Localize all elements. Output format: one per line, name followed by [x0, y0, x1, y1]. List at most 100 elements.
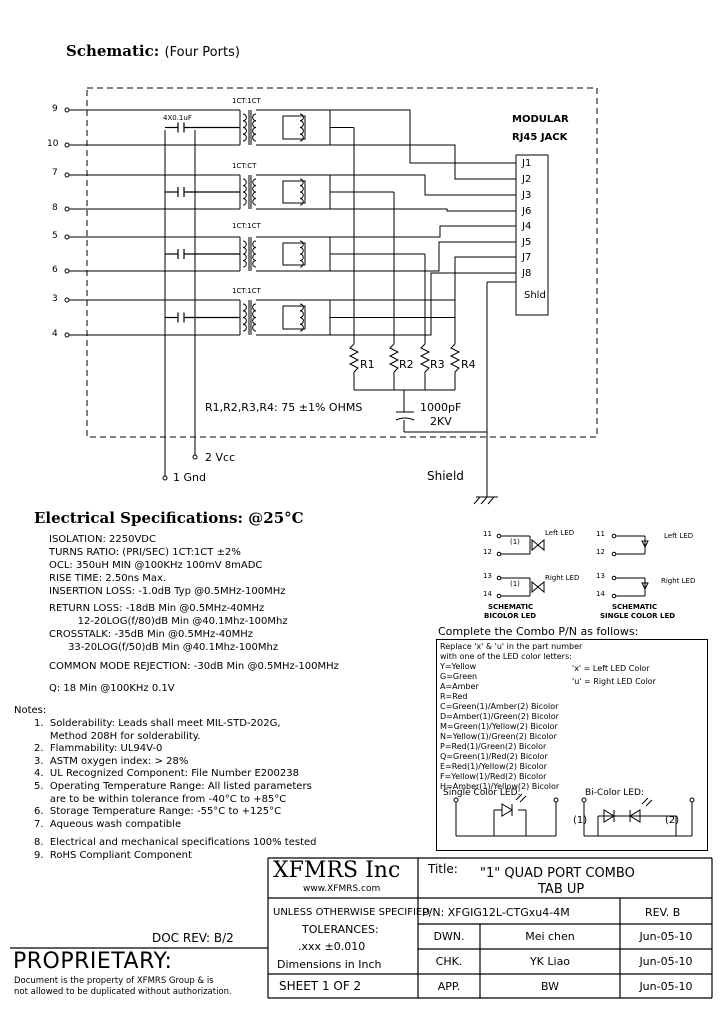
resistor-label: R3: [430, 358, 445, 371]
drawing-title-2: TAB UP: [538, 882, 585, 897]
pin-label: 6: [52, 265, 58, 275]
app-date: Jun-05-10: [639, 979, 693, 993]
jack-pin: J3: [522, 190, 532, 201]
combo-line: G=Green: [440, 672, 478, 681]
sheet-number: SHEET 1 OF 2: [279, 979, 362, 993]
note-item: 4. UL Recognized Component: File Number …: [34, 768, 299, 780]
doc-rev: DOC REV: B/2: [152, 931, 234, 945]
electrical-spec-list: ISOLATION: 2250VDC TURNS RATIO: (PRI/SEC…: [49, 533, 339, 695]
chk-date: Jun-05-10: [639, 955, 693, 968]
note-item: 7. Aqueous wash compatible: [34, 818, 182, 830]
notes-list: 1. Solderability: Leads shall meet MIL-S…: [34, 718, 317, 863]
jack-pin: J1: [522, 158, 532, 169]
led-symbols: [453, 793, 695, 837]
tolerances-label: TOLERANCES:: [302, 923, 379, 936]
transformer-label: 1CT:1CT: [232, 222, 261, 230]
led-pin-label: 13: [483, 572, 492, 580]
spec-line: RISE TIME: 2.50ns Max.: [49, 573, 167, 584]
proprietary-line-1: Document is the property of XFMRS Group …: [14, 976, 214, 986]
electrical-heading: Electrical Specifications: @25°C: [34, 509, 304, 527]
combo-line: N=Yellow(1)/Green(2) Bicolor: [440, 732, 557, 741]
chk-name: YK Liao: [529, 955, 571, 968]
combo-line: P=Red(1)/Green(2) Bicolor: [440, 742, 547, 751]
jack-pin: J2: [522, 174, 532, 185]
dimensions-unit: Dimensions in Inch: [277, 958, 382, 971]
combo-line: F=Yellow(1)/Red(2) Bicolor: [440, 772, 547, 781]
note-item: 9. RoHS Compliant Component: [34, 849, 192, 861]
combo-line: D=Amber(1)/Green(2) Bicolor: [440, 712, 559, 721]
led-pin-label: 11: [596, 530, 605, 538]
left-led-label: Left LED: [664, 532, 694, 540]
combo-heading: Complete the Combo P/N as follows:: [438, 625, 639, 638]
schematic-drawing: [64, 87, 598, 505]
pin-label: 7: [52, 168, 58, 178]
spec-line: COMMON MODE REJECTION: -30dB Min @0.5MHz…: [49, 661, 339, 672]
spec-line: CROSSTALK: -35dB Min @0.5MHz-40MHz: [49, 629, 254, 640]
app-name: BW: [540, 979, 560, 993]
schematic-heading-text: Schematic:: [66, 42, 160, 60]
spec-line: 12-20LOG(f/80)dB Min @40.1Mhz-100Mhz: [49, 616, 288, 627]
left-led-label: Left LED: [545, 529, 575, 537]
spec-line: RETURN LOSS: -18dB Min @0.5MHz-40MHz: [49, 603, 265, 614]
spec-line: OCL: 350uH MIN @100KHz 100mV 8mADC: [49, 560, 263, 571]
resistor-label: R4: [461, 358, 476, 371]
spec-line: ISOLATION: 2250VDC: [49, 534, 156, 545]
tolerance-value: .xxx ±0.010: [298, 940, 366, 953]
combo-line: E=Red(1)/Yellow(2) Bicolor: [440, 762, 547, 771]
led-pin-label: 13: [596, 572, 605, 580]
capacitor-label: 4X0.1uF: [163, 114, 192, 122]
jack-title: MODULAR: [512, 114, 569, 125]
note-item: 6. Storage Temperature Range: -55°C to +…: [34, 806, 282, 818]
title-label: Title:: [428, 862, 458, 876]
pin-label: 10: [47, 139, 59, 149]
drawing-title: "1" QUAD PORT COMBO: [480, 866, 635, 881]
led-pin-label: 12: [483, 548, 492, 556]
combo-line: Replace 'x' & 'u' in the part number: [440, 642, 583, 651]
resistor-label: R2: [399, 358, 414, 371]
pin-label: 3: [52, 294, 58, 304]
combo-line: with one of the LED color letters:: [440, 652, 572, 661]
gnd-label: 1 Gnd: [173, 471, 206, 484]
pin-label: 4: [52, 329, 58, 339]
shield-label: Shield: [427, 469, 464, 483]
note-item: 3. ASTM oxygen index: > 28%: [34, 755, 189, 767]
title-block-grid: [10, 857, 713, 999]
note-item: Method 208H for solderability.: [34, 730, 201, 742]
transformer-label: 1CT:CT: [232, 162, 257, 170]
led-schematics: [496, 533, 649, 599]
combo-line: M=Green(1)/Yellow(2) Bicolor: [440, 722, 558, 731]
single-led-label: Single Color LED:: [443, 788, 521, 798]
unless-spec: UNLESS OTHERWISE SPECIFIED: [273, 907, 430, 918]
dwn-name: Mei chen: [525, 930, 575, 943]
combo-list: Replace 'x' & 'u' in the part number wit…: [440, 642, 582, 792]
transformer-label: 1CT:1CT: [232, 287, 261, 295]
x-note: 'x' = Left LED Color: [572, 664, 650, 673]
jack-pin: J7: [522, 252, 532, 263]
jack-pin: J8: [522, 268, 532, 279]
led-pin-label: 12: [596, 548, 605, 556]
caption-single: SCHEMATIC: [612, 603, 658, 611]
u-note: 'u' = Right LED Color: [572, 677, 656, 686]
combo-line: C=Green(1)/Amber(2) Bicolor: [440, 702, 559, 711]
caption-bicolor: BICOLOR LED: [484, 612, 537, 620]
combo-line: R=Red: [440, 692, 468, 701]
resistor-label: R1: [360, 358, 375, 371]
transformer-label: 1CT:1CT: [232, 97, 261, 105]
proprietary-line-2: not allowed to be duplicated without aut…: [14, 987, 232, 997]
jack-pin: J5: [522, 237, 532, 248]
chk-label: CHK.: [435, 955, 463, 968]
company-website[interactable]: www.XFMRS.com: [303, 884, 381, 894]
combo-line: A=Amber: [440, 682, 479, 691]
proprietary-heading: PROPRIETARY:: [13, 949, 173, 974]
pin-label: 8: [52, 203, 58, 213]
right-led-label: Right LED: [545, 574, 580, 582]
dwn-label: DWN.: [433, 930, 465, 943]
bi-led-label: Bi-Color LED:: [585, 788, 644, 798]
company-name: XFMRS Inc: [273, 858, 401, 883]
spec-line: Q: 18 Min @100KHz 0.1V: [49, 683, 175, 694]
note-item: 8. Electrical and mechanical specificati…: [34, 837, 317, 849]
schematic-heading: Schematic: (Four Ports): [66, 42, 240, 60]
revision: REV. B: [645, 906, 681, 919]
spec-line: INSERTION LOSS: -1.0dB Typ @0.5MHz-100MH…: [49, 586, 286, 597]
jack-pin: J6: [522, 206, 532, 217]
